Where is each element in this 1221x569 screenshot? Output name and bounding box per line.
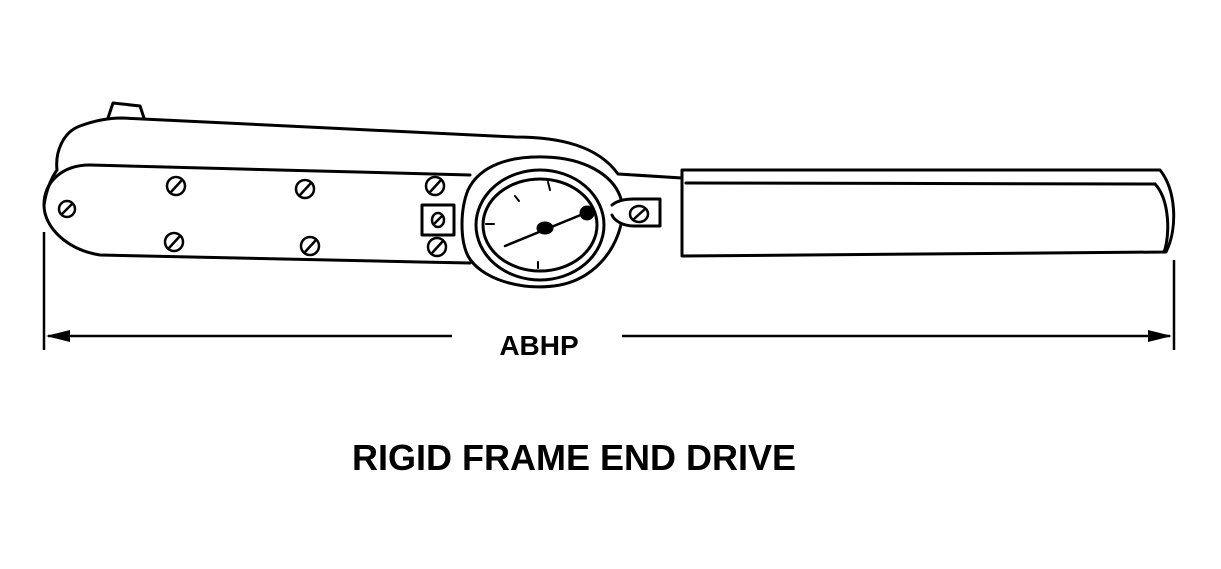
wrench-frame bbox=[55, 116, 684, 180]
dial-bezel bbox=[474, 168, 606, 282]
screw bbox=[628, 204, 650, 224]
screw bbox=[57, 199, 77, 219]
handle-end-cap bbox=[1153, 182, 1170, 254]
dimension-label: ABHP bbox=[499, 330, 578, 361]
frame-front-curve bbox=[42, 168, 59, 207]
needle-hub bbox=[536, 221, 554, 235]
screw bbox=[299, 235, 321, 257]
dial-ticks bbox=[485, 181, 551, 269]
screw bbox=[430, 211, 446, 229]
screw bbox=[294, 178, 316, 200]
screws bbox=[57, 175, 650, 258]
wrench-face-plate bbox=[42, 163, 472, 265]
ratchet-tab bbox=[106, 101, 146, 120]
needle-tip bbox=[579, 205, 595, 221]
handle bbox=[680, 168, 1176, 258]
screw bbox=[426, 236, 448, 258]
wrench-illustration bbox=[42, 101, 1176, 289]
screw bbox=[165, 175, 187, 197]
face-plate-top-edge bbox=[88, 163, 472, 177]
dial-face bbox=[481, 177, 599, 273]
arrowhead-right bbox=[1148, 330, 1172, 342]
screw bbox=[163, 231, 185, 253]
screw bbox=[424, 175, 446, 197]
dimension-line bbox=[42, 232, 1176, 350]
arrowhead-left bbox=[46, 330, 70, 342]
handle-top-edge bbox=[684, 181, 1157, 186]
diagram-caption: RIGID FRAME END DRIVE bbox=[352, 437, 796, 478]
